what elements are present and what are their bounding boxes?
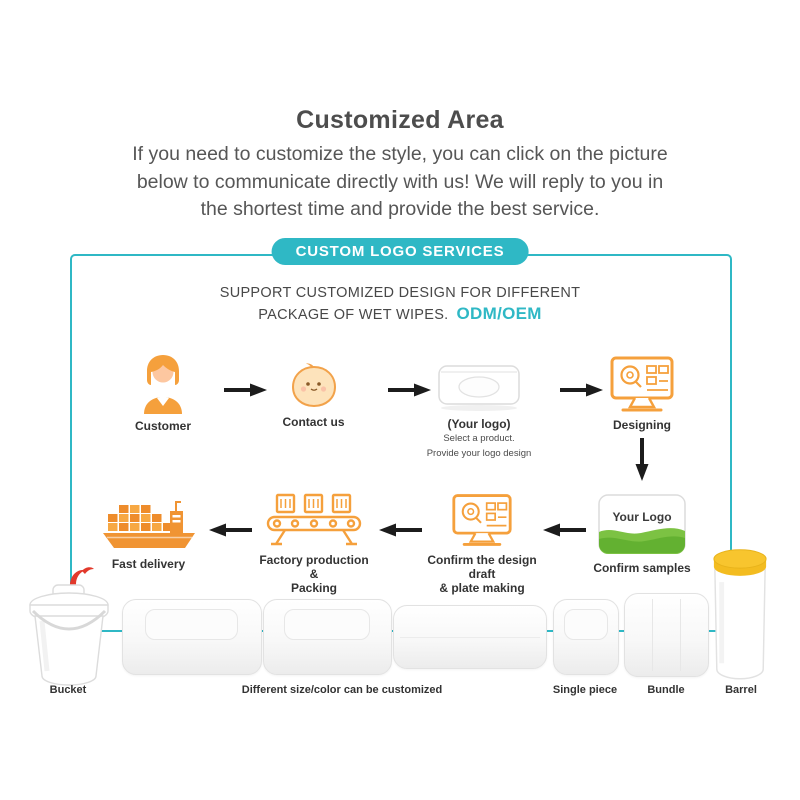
intro-line-2: below to communicate directly with us! W… [136,170,664,193]
select-product-text: Select a product. [443,433,515,444]
wipes-pack-icon [438,365,520,411]
bucket-image [29,567,109,686]
barrel-image [713,549,767,680]
pack-crease [400,637,540,638]
long-wipes-pack-image [393,605,547,669]
arrow-down-icon [635,438,649,481]
provide-logo-text: Provide your logo design [426,447,532,459]
step-confirm-samples: Your Logo Confirm samples [588,490,696,575]
arrow-left-icon [379,523,422,537]
bundle-pack-image [624,593,709,677]
contact-chat-icon [291,363,336,408]
sample-pack-image: Your Logo [598,494,686,554]
customer-icon [144,355,182,414]
sizes-label: Different size/color can be customized [241,684,443,696]
bucket-label: Bucket [49,684,87,696]
arrow-right-icon [560,383,603,397]
step-designing: Designing [592,355,692,432]
factory-label-line2: Packing [290,581,338,595]
your-logo-pack-text: Your Logo [612,510,671,524]
pack-lid [284,608,371,641]
contact-label: Contact us [282,415,345,429]
confirm-draft-label-line1: Confirm the design draft [427,553,537,581]
draft-monitor-icon [452,494,512,546]
barrel-label: Barrel [725,684,757,696]
arrow-left-icon [209,523,252,537]
intro-text: If you need to customize the style, you … [0,141,800,224]
pack-lid [564,608,609,641]
arrow-right-icon [388,383,431,397]
wipes-pack-image [122,599,262,675]
step-confirm-draft: Confirm the design draft & plate making [426,492,538,595]
support-text-prefix: PACKAGE OF WET WIPES. [258,307,449,323]
customer-label: Customer [134,419,191,433]
support-text-line2: PACKAGE OF WET WIPES. ODM/OEM [0,304,800,324]
intro-line-3: the shortest time and provide the best s… [200,198,600,220]
bundle-label: Bundle [647,684,685,696]
custom-logo-badge: CUSTOM LOGO SERVICES [271,238,529,265]
confirm-draft-label-line2: & plate making [439,581,525,595]
single-label: Single piece [552,684,618,696]
cargo-ship-icon [102,501,195,548]
pack-lid [145,608,239,641]
factory-conveyor-icon [266,493,362,546]
delivery-label: Fast delivery [111,557,186,571]
step-your-logo: (Your logo) Select a product. Provide yo… [420,358,538,460]
your-logo-label: (Your logo) [447,417,511,431]
arrow-right-icon [224,383,267,397]
arrow-left-icon [543,523,586,537]
pack-crease [652,598,654,672]
step-delivery: Fast delivery [96,496,201,571]
step-customer: Customer [118,352,208,433]
pack-crease [679,598,681,672]
single-pack-image [553,599,619,675]
step-factory: Factory production & Packing [258,490,370,595]
factory-label-line1: Factory production & [259,553,369,581]
design-monitor-icon [610,356,674,412]
wipes-pack-image [263,599,392,675]
support-text-line1: SUPPORT CUSTOMIZED DESIGN FOR DIFFERENT [219,285,581,301]
confirm-samples-label: Confirm samples [593,561,691,575]
step-contact: Contact us [266,362,361,429]
designing-label: Designing [612,418,671,432]
intro-line-1: If you need to customize the style, you … [132,143,668,165]
page-title: Customized Area [296,106,504,134]
odm-oem-highlight: ODM/OEM [456,304,542,323]
